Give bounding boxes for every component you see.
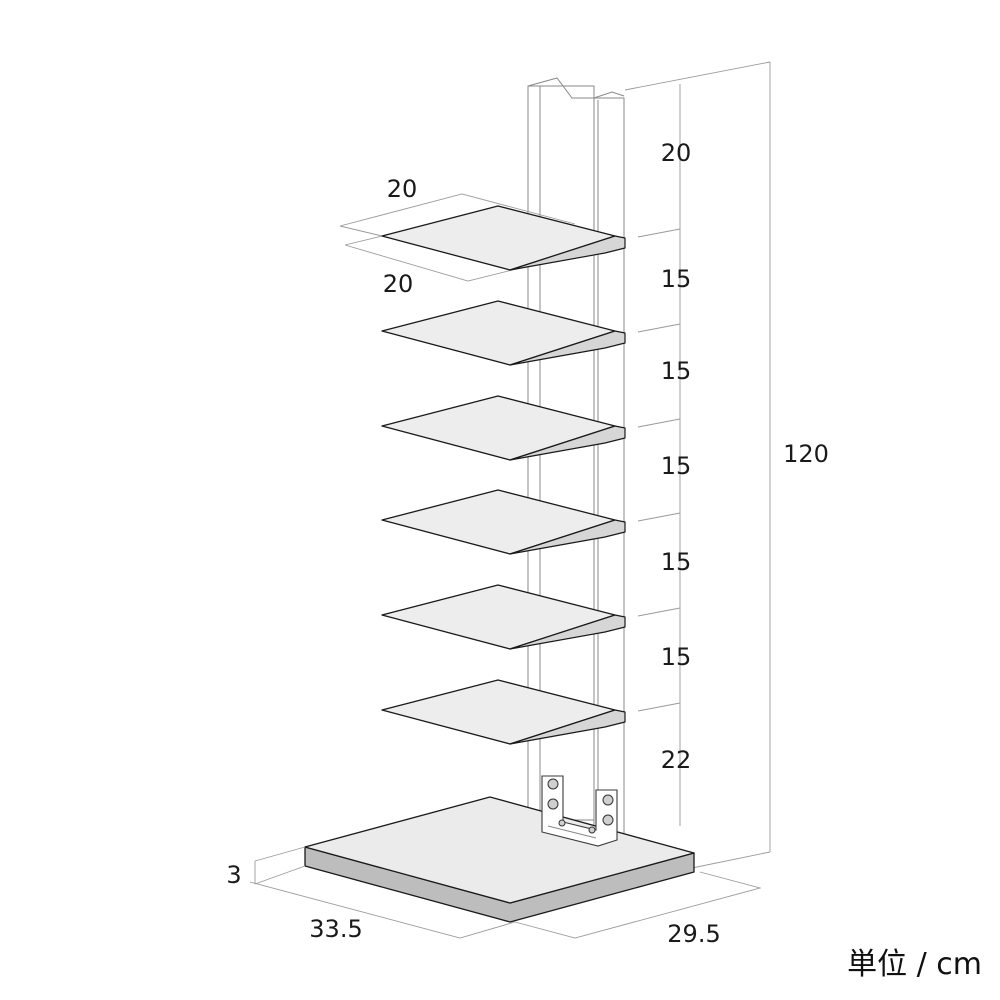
base-width-label: 33.5 xyxy=(309,915,362,943)
spacing-label: 15 xyxy=(661,548,692,576)
base-depth-label: 29.5 xyxy=(667,920,720,948)
shelf-width-label: 20 xyxy=(387,175,418,203)
unit-label: 単位 / cm xyxy=(847,947,982,982)
shelf-depth-label: 20 xyxy=(383,270,414,298)
shelf xyxy=(381,584,626,650)
total-height-label: 120 xyxy=(783,440,829,468)
spacing-label: 15 xyxy=(661,265,692,293)
spacing-label: 22 xyxy=(661,746,692,774)
shelf xyxy=(381,205,626,271)
spacing-label: 15 xyxy=(661,643,692,671)
spacing-label: 15 xyxy=(661,357,692,385)
shelf-ticks xyxy=(637,228,681,712)
shelves xyxy=(381,205,626,745)
shelf xyxy=(381,395,626,461)
base-dimension-guides xyxy=(249,846,762,939)
base-thickness-label: 3 xyxy=(226,861,241,889)
spacing-label: 15 xyxy=(661,452,692,480)
base-plate xyxy=(304,796,695,923)
mounting-bracket xyxy=(541,775,618,847)
spacing-label: 20 xyxy=(661,139,692,167)
shelf xyxy=(381,679,626,745)
shelf xyxy=(381,300,626,366)
shelf xyxy=(381,489,626,555)
height-guides xyxy=(624,61,771,869)
dimension-labels: 20 20 20 15 15 15 15 15 22 120 3 33.5 29… xyxy=(226,139,829,948)
